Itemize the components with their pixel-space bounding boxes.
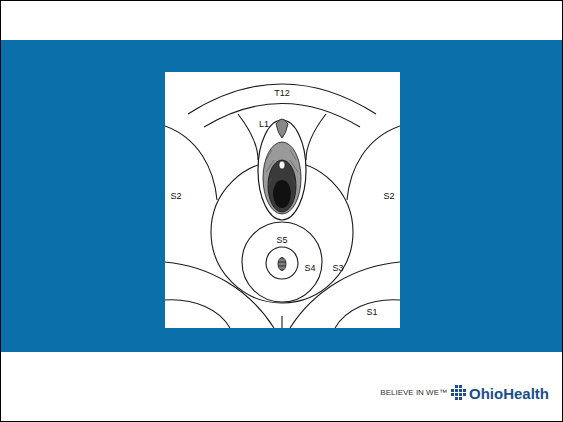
dermatome-label: S3 [332,264,343,273]
dermatome-label: S2 [383,192,394,201]
t12-boundary [188,84,376,114]
dermatome-label: L1 [259,120,269,129]
s1-boundary [290,262,400,328]
dermatome-lines [165,84,400,328]
dermatome-label: S2 [170,192,181,201]
buttock-curve [335,300,400,328]
s2-boundary [347,126,400,200]
s4-circle [242,222,322,302]
s3-circle [211,161,353,303]
gluteal-cleft [281,316,282,328]
brand-name: OhioHealth [469,386,549,401]
brand-icon [451,385,466,400]
dermatome-label: S1 [366,308,377,317]
dermatome-label: S4 [304,264,315,273]
vulva-drawing [258,119,306,220]
s1-boundary [165,262,274,328]
figure-panel [165,72,400,328]
dermatome-label: T12 [274,89,290,98]
brand-tagline: BELIEVE IN WE™ [380,389,447,397]
l1-side [306,114,326,160]
s5-circle [266,247,298,279]
l1-side [238,114,258,160]
s2-boundary [165,126,217,200]
buttock-curve [165,300,230,328]
blue-band [0,40,563,352]
dermatome-label: S5 [276,236,287,245]
anus-drawing [278,258,286,271]
